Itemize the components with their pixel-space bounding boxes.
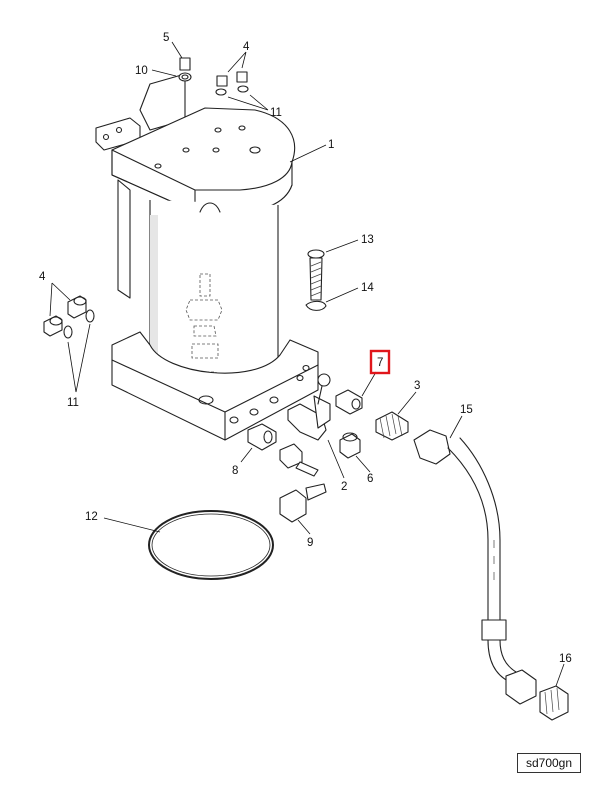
left-plugs (43, 295, 95, 339)
fittings (247, 373, 409, 523)
callout-11-left: 11 (67, 397, 79, 409)
hose (413, 429, 569, 721)
callout-4-left: 4 (39, 271, 46, 283)
callout-7-highlight (369, 349, 391, 375)
callout-6: 6 (367, 473, 373, 485)
callout-12: 12 (85, 511, 98, 523)
callout-7: 7 (377, 357, 383, 369)
callout-14: 14 (361, 282, 374, 294)
callout-5: 5 (163, 32, 169, 44)
callout-16: 16 (559, 653, 572, 665)
leader-lines (49, 41, 565, 687)
callout-8: 8 (232, 465, 238, 477)
o-ring (148, 510, 274, 580)
drawing-reference-code: sd700gn (517, 753, 581, 773)
top-plugs (178, 57, 249, 96)
housing (95, 73, 319, 441)
callout-10: 10 (135, 65, 148, 77)
bolt-assembly (305, 249, 327, 311)
callout-13: 13 (361, 234, 374, 246)
callout-9: 9 (307, 537, 313, 549)
callout-1: 1 (328, 139, 334, 151)
callout-labels: 5 10 4 11 1 4 11 13 14 7 3 15 8 2 6 9 12… (39, 32, 572, 665)
callout-2: 2 (341, 481, 347, 493)
callout-11-top: 11 (270, 107, 282, 119)
callout-3: 3 (414, 380, 420, 392)
callout-15: 15 (460, 404, 473, 416)
callout-4-top: 4 (243, 41, 250, 53)
